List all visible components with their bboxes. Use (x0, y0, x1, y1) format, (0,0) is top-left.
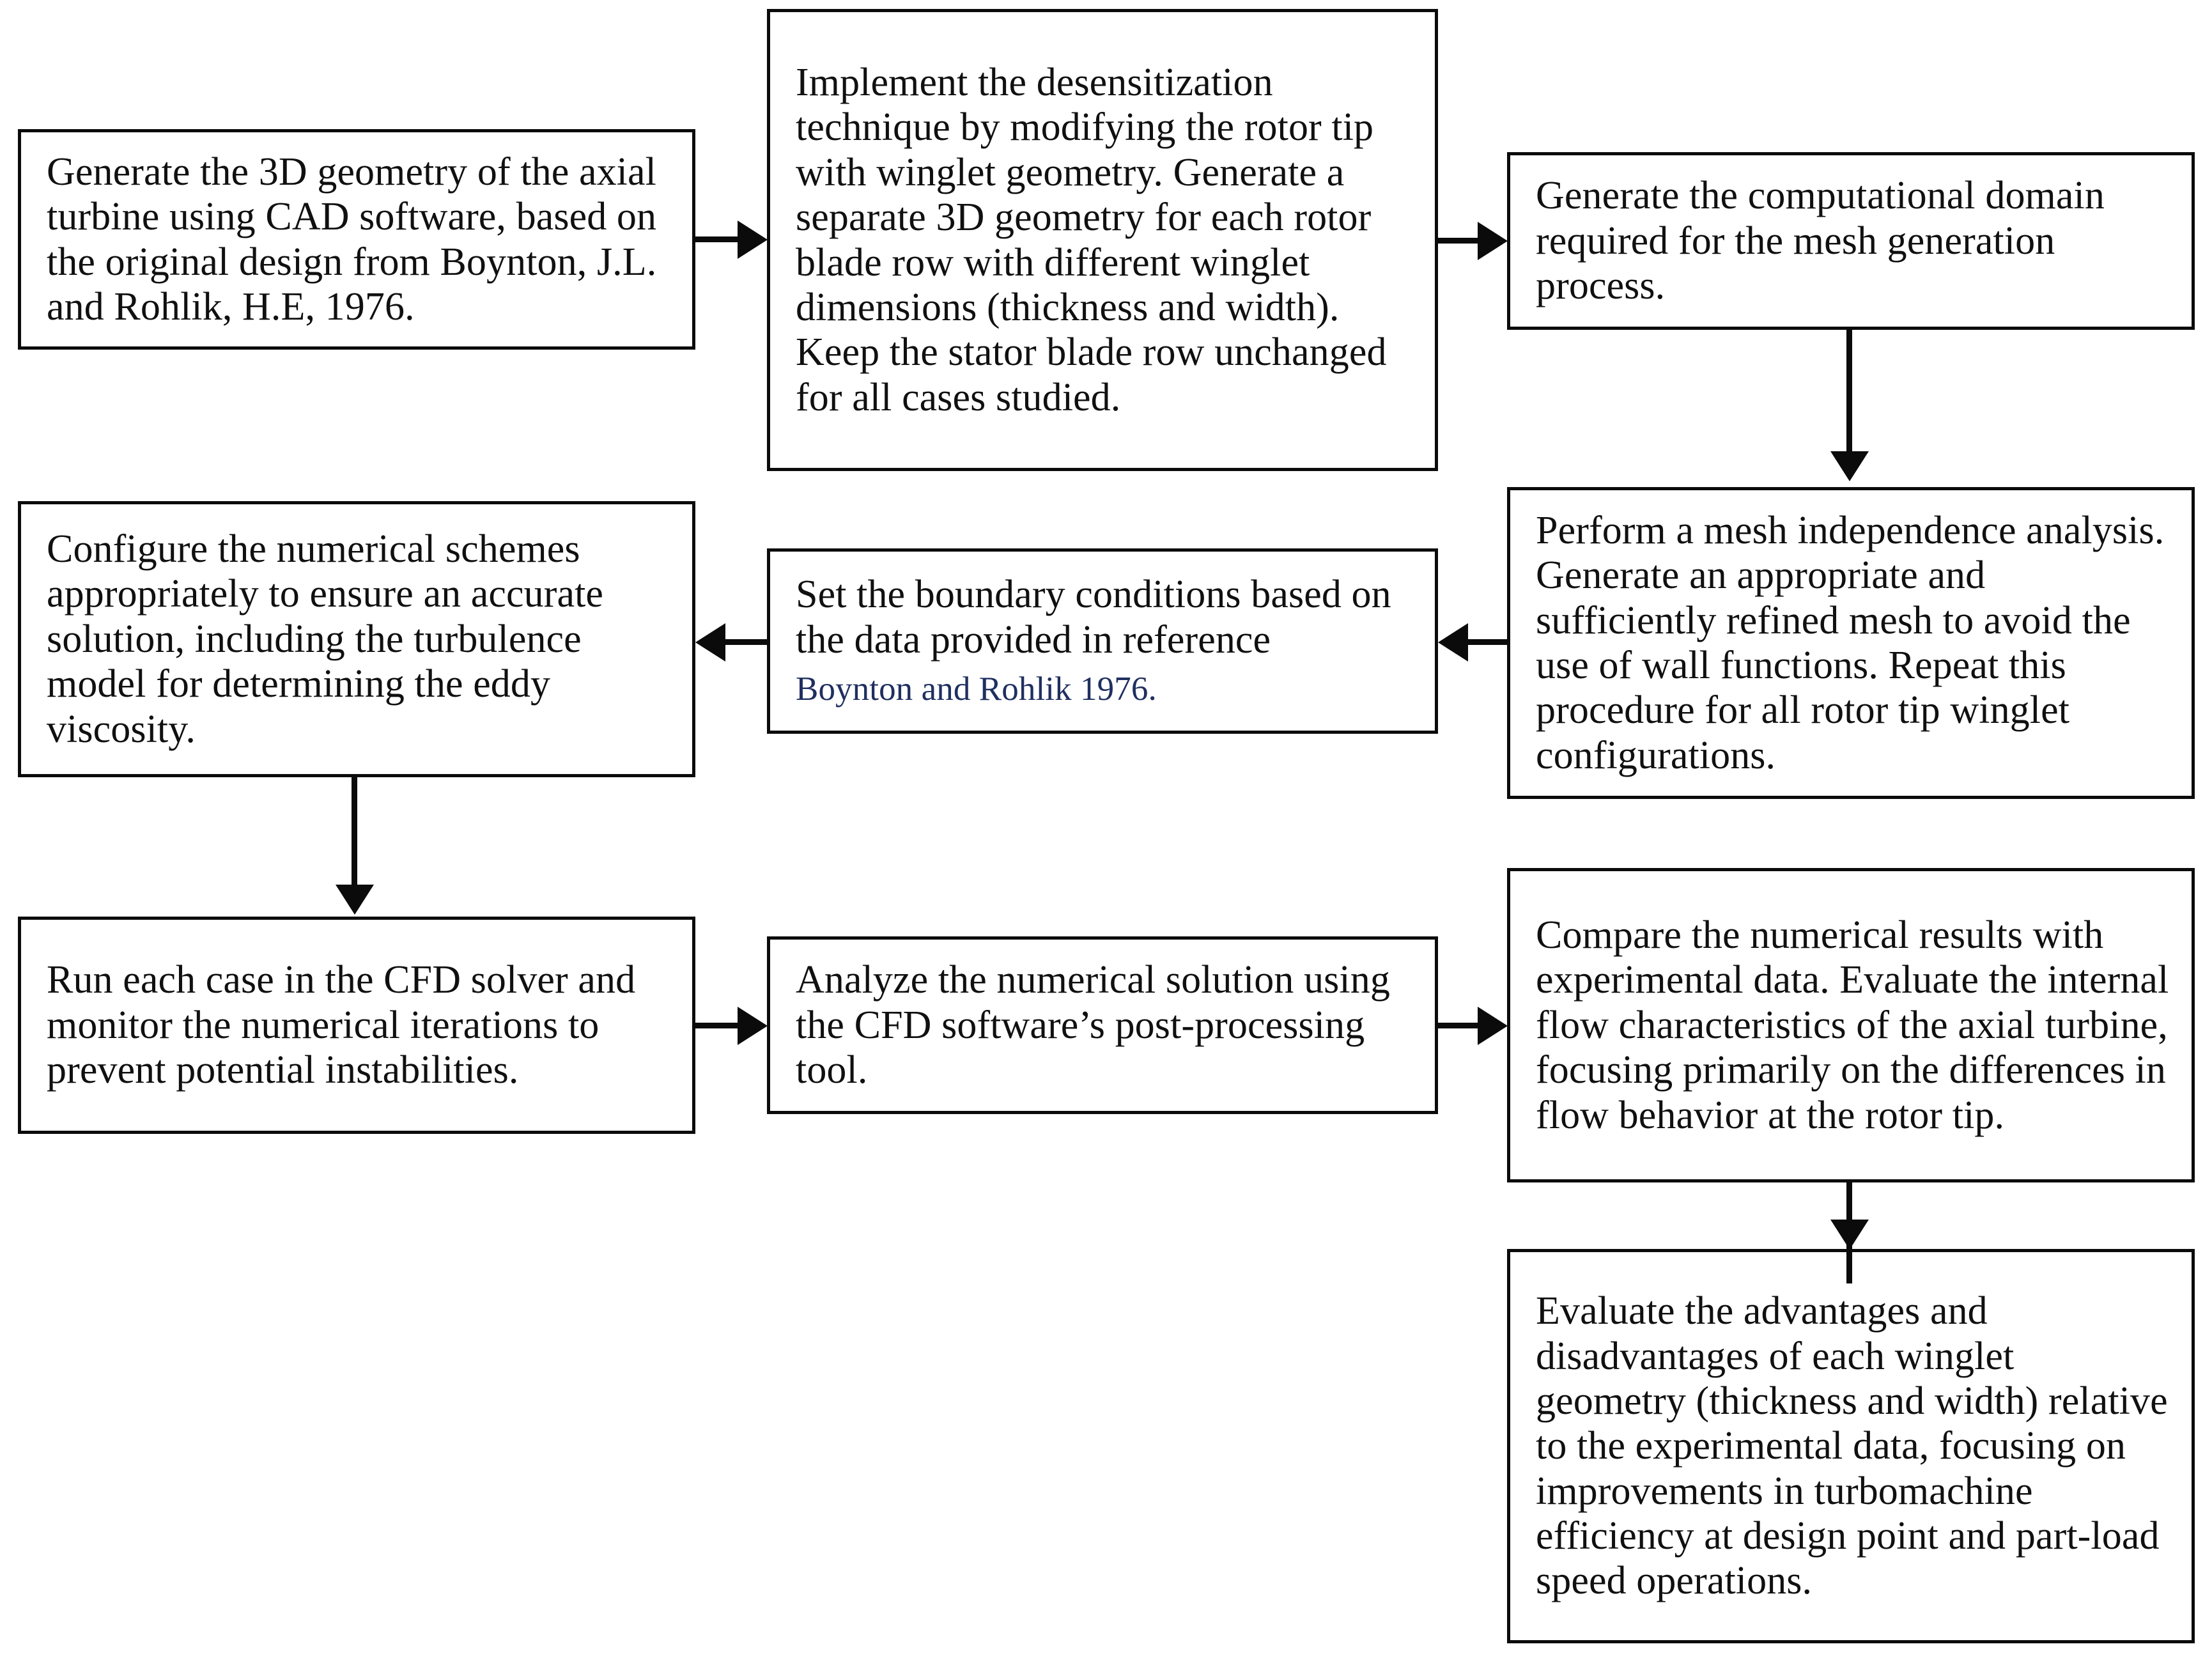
node-run-cfd-solver[interactable]: Run each case in the CFD solver and moni… (18, 917, 695, 1134)
node-boundary-conditions-label: Set the boundary conditions based on the… (770, 527, 1435, 755)
edge-solver-to-postprocess-arrowhead (738, 1007, 768, 1045)
node-compare-results[interactable]: Compare the numerical results with exper… (1507, 868, 2195, 1182)
edge-boundary-to-schemes-line (725, 639, 767, 645)
node-run-cfd-solver-label: Run each case in the CFD solver and moni… (47, 958, 636, 1092)
node-evaluate-winglets-label: Evaluate the advantages and disadvantage… (1536, 1289, 2168, 1603)
node-compare-results-label: Compare the numerical results with exper… (1536, 913, 2169, 1137)
edge-geometry-to-winglet-line (695, 236, 740, 242)
edge-mesh-to-boundary-line (1467, 639, 1507, 645)
node-generate-geometry[interactable]: Generate the 3D geometry of the axial tu… (18, 129, 695, 350)
node-post-processing-label: Analyze the numerical solution using the… (796, 958, 1390, 1092)
node-post-processing[interactable]: Analyze the numerical solution using the… (767, 936, 1438, 1114)
node-numerical-schemes[interactable]: Configure the numerical schemes appropri… (18, 501, 695, 777)
edge-postprocess-to-compare-arrowhead (1478, 1007, 1508, 1045)
node-mesh-independence-label: Perform a mesh independence analysis. Ge… (1536, 508, 2165, 777)
edge-postprocess-to-compare-line (1438, 1023, 1481, 1028)
node-generate-geometry-label: Generate the 3D geometry of the axial tu… (47, 150, 657, 329)
node-mesh-independence[interactable]: Perform a mesh independence analysis. Ge… (1507, 487, 2195, 799)
edge-domain-to-mesh-line (1846, 330, 1852, 455)
edge-geometry-to-winglet-arrowhead (738, 221, 768, 259)
edge-boundary-to-schemes-arrowhead (695, 623, 725, 662)
node-numerical-schemes-label: Configure the numerical schemes appropri… (47, 527, 604, 751)
edge-winglet-to-domain-line (1438, 238, 1481, 244)
node-implement-winglet-label: Implement the desensitization technique … (796, 61, 1387, 419)
node-boundary-conditions[interactable]: Set the boundary conditions based on the… (767, 548, 1438, 734)
node-computational-domain-label: Generate the computational domain requir… (1536, 174, 2105, 308)
edge-domain-to-mesh-arrowhead (1830, 451, 1869, 481)
node-boundary-conditions-reference: Boynton and Rohlik 1976. (796, 670, 1157, 708)
node-evaluate-winglets[interactable]: Evaluate the advantages and disadvantage… (1507, 1249, 2195, 1643)
node-implement-winglet[interactable]: Implement the desensitization technique … (767, 9, 1438, 471)
node-boundary-conditions-main: Set the boundary conditions based on the… (796, 573, 1391, 662)
node-computational-domain[interactable]: Generate the computational domain requir… (1507, 152, 2195, 330)
edge-winglet-to-domain-arrowhead (1478, 222, 1508, 260)
edge-solver-to-postprocess-line (695, 1023, 740, 1028)
edge-mesh-to-boundary-arrowhead (1438, 623, 1468, 662)
edge-schemes-to-solver-arrowhead (336, 885, 374, 915)
edge-schemes-to-solver-line (352, 777, 357, 888)
edge-compare-to-evaluate-arrowhead (1830, 1220, 1869, 1250)
